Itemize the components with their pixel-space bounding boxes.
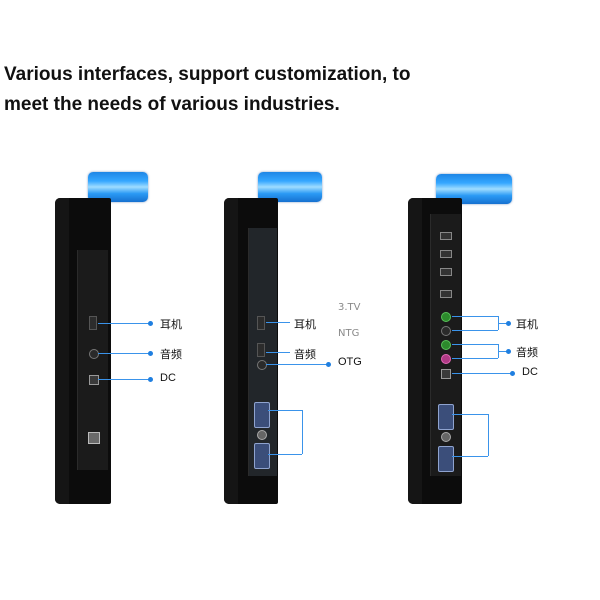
panel-1-audio-jack (89, 349, 99, 359)
heading-line-1: Various interfaces, support customizatio… (4, 64, 411, 85)
panel-3-serial-port-bottom (438, 446, 454, 472)
panel-1-small-port (88, 432, 100, 444)
panel-2-connector-line (266, 322, 290, 323)
panel-1-connector-line (98, 323, 152, 324)
panel-2-label-otg: OTG (338, 356, 362, 368)
panel-3-connector-line (498, 351, 508, 352)
panel-3-pink-jack (441, 354, 451, 364)
panel-1-connector-line (98, 379, 152, 380)
panel-2-bracket-top (268, 410, 302, 411)
panel-2-bezel (224, 198, 238, 504)
panel-2-label-io1: 耳机 (294, 318, 316, 331)
page-heading: Various interfaces, support customizatio… (4, 60, 564, 120)
panel-1-body (55, 198, 111, 504)
panel-3-connector-line (452, 316, 498, 317)
panel-2-label-faint-top: 3.TV (338, 302, 361, 313)
panel-2-bracket-side (302, 410, 303, 454)
panel-3-bezel (408, 198, 422, 504)
panel-3-usb-port (440, 268, 452, 276)
panel-3-connector-dot (506, 321, 511, 326)
panel-1-port-slot (89, 316, 97, 330)
panel-3-connector-line (452, 373, 512, 374)
panel-3-jack (441, 326, 451, 336)
panel-2-connector-dot (326, 362, 331, 367)
panel-3-serial-port-top (438, 404, 454, 430)
panel-3-usb-port (440, 232, 452, 240)
panel-2-label-audio: 音频 (294, 348, 316, 361)
panel-3-connector-line (452, 330, 498, 331)
panel-1-connector-dot (148, 321, 153, 326)
panel-3-connector-line (452, 344, 498, 345)
panel-3-green-jack (441, 312, 451, 322)
panel-1-dc-port (89, 375, 99, 385)
panel-3-label-dc: DC (522, 366, 538, 378)
panel-2-label-faint-mid: NTG (338, 328, 360, 339)
panel-3-bracket-side (488, 414, 489, 456)
panel-3-usb-port (440, 290, 452, 298)
panel-1-label-io1: 耳机 (160, 318, 182, 331)
heading-line-2: meet the needs of various industries. (4, 94, 340, 115)
panel-2-connector-line (266, 352, 290, 353)
panel-3-connector-dot (506, 349, 511, 354)
panel-3-bracket-top (452, 414, 488, 415)
panel-1-io-plate (77, 250, 108, 470)
panel-2-bracket-bottom (268, 454, 302, 455)
panel-1-connector-dot (148, 377, 153, 382)
panel-1-connector-line (98, 353, 152, 354)
panel-2-screw (257, 430, 267, 440)
panel-2-port-slot (257, 343, 265, 357)
panel-2-serial-port-bottom (254, 443, 270, 469)
panel-1-connector-dot (148, 351, 153, 356)
panel-3-connector-line (452, 358, 498, 359)
panel-3-dc-port (441, 369, 451, 379)
panel-2-top-tag (258, 172, 322, 202)
panel-3-bracket-bottom (452, 456, 488, 457)
panel-1-label-dc: DC (160, 372, 176, 384)
panel-3-usb-port (440, 250, 452, 258)
panel-2-audio-jack (257, 360, 267, 370)
panel-2-port-slot (257, 316, 265, 330)
panel-2-connector-line (266, 364, 330, 365)
panel-2-serial-port-top (254, 402, 270, 428)
panel-3-connector-line (498, 323, 508, 324)
panel-1-label-audio: 音频 (160, 348, 182, 361)
panel-3-green-jack (441, 340, 451, 350)
panel-3-label-audio: 音频 (516, 346, 538, 359)
panel-3-connector-dot (510, 371, 515, 376)
panel-1-top-tag (88, 172, 148, 202)
panel-3-screw (441, 432, 451, 442)
panel-1-bezel (55, 198, 69, 504)
panel-3-label-io1: 耳机 (516, 318, 538, 331)
